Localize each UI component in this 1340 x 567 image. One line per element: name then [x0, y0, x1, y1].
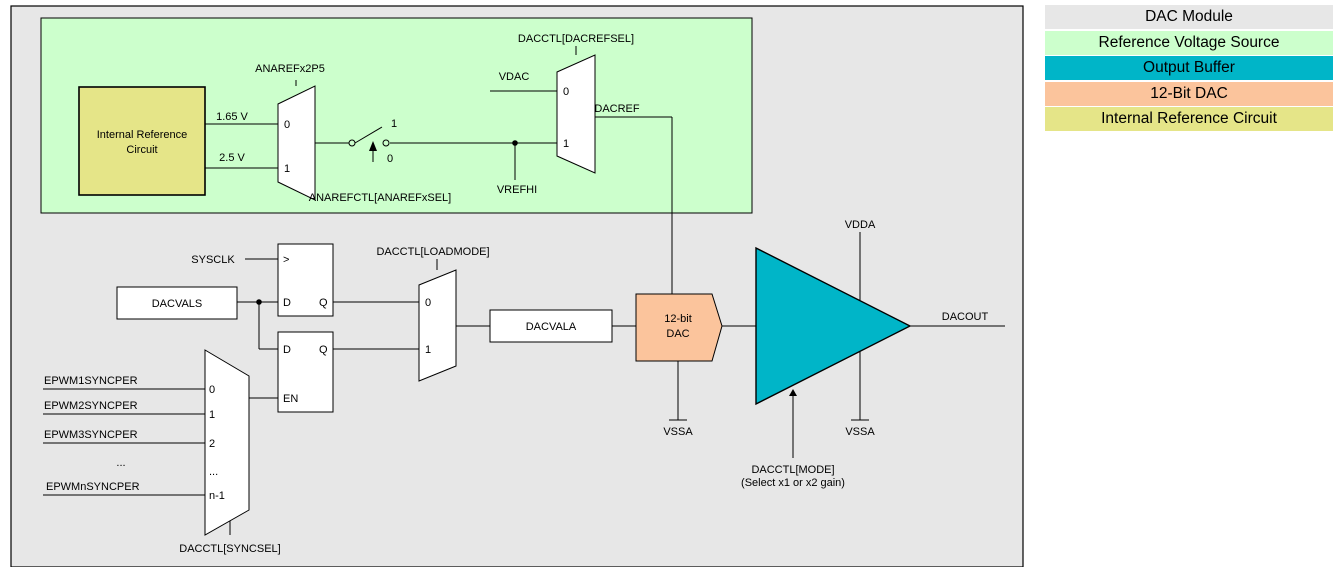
label-syncsel: DACCTL[SYNCSEL]: [179, 543, 280, 555]
dacvala-register: [489, 309, 613, 343]
switch-pos-0: 0: [387, 153, 393, 165]
loadmode-mux-input-1: 1: [425, 344, 431, 356]
dacvals-register: [116, 286, 238, 320]
syncsel-mux: [204, 349, 250, 536]
anaref-mux: [277, 85, 316, 201]
label-dacref: DACREF: [594, 103, 640, 115]
ff-upper-q: Q: [319, 297, 328, 309]
dac-12bit-label-line2: DAC: [666, 328, 689, 340]
legend-item-internal-reference-circuit: Internal Reference Circuit: [1045, 107, 1333, 131]
label-dacvals: DACVALS: [152, 298, 203, 310]
flipflop-lower: [277, 331, 334, 413]
ff-lower-q: Q: [319, 344, 328, 356]
label-vssa-buffer: VSSA: [845, 426, 875, 438]
mode-arrow: [789, 389, 797, 396]
dac-block-diagram: Internal Reference Circuit: [10, 5, 1024, 567]
internal-reference-circuit-block: [78, 86, 206, 196]
epwm-input-1: EPWM1SYNCPER: [44, 375, 138, 387]
epwm-input-2: EPWM2SYNCPER: [44, 400, 138, 412]
vrefhi-junction: [512, 140, 518, 146]
label-vdda: VDDA: [845, 219, 876, 231]
anaref-mux-input-0: 0: [284, 119, 290, 131]
dac-12bit-label-line1: 12-bit: [664, 313, 692, 325]
label-1-65v: 1.65 V: [216, 111, 248, 123]
output-buffer-amplifier: [755, 246, 912, 406]
dacref-mux-input-0: 0: [563, 86, 569, 98]
label-anarefx2p5: ANAREFx2P5: [255, 63, 325, 75]
label-vssa-dac: VSSA: [663, 426, 693, 438]
legend-item-12bit-dac: 12-Bit DAC: [1045, 81, 1333, 106]
sync-mux-input-0: 0: [209, 384, 215, 396]
internal-reference-label-line2: Circuit: [126, 144, 157, 156]
switch-contact-right: [382, 139, 390, 147]
sync-mux-input-n: n-1: [209, 490, 225, 502]
dacref-mux: [556, 54, 596, 174]
switch-pos-1: 1: [391, 118, 397, 130]
loadmode-mux: [418, 269, 457, 382]
legend-item-reference-voltage-source: Reference Voltage Source: [1045, 30, 1333, 55]
ff-upper-clk: >: [283, 254, 289, 266]
label-sysclk: SYSCLK: [191, 254, 235, 266]
label-anarefctl: ANAREFCTL[ANAREFxSEL]: [309, 192, 451, 204]
switch-control-arrow: [369, 141, 377, 151]
label-vrefhi: VREFHI: [497, 184, 537, 196]
flipflop-upper: [277, 243, 334, 317]
label-mode: DACCTL[MODE]: [751, 464, 834, 476]
epwm-input-n: EPWMnSYNCPER: [46, 481, 140, 493]
ff-lower-d: D: [283, 344, 291, 356]
ff-upper-d: D: [283, 297, 291, 309]
sync-mux-input-1: 1: [209, 409, 215, 421]
sync-mux-input-2: 2: [209, 438, 215, 450]
epwm-input-ellipsis: ...: [116, 457, 125, 469]
label-dacrefsel: DACCTL[DACREFSEL]: [518, 33, 634, 45]
label-vdac: VDAC: [499, 71, 530, 83]
label-2-5v: 2.5 V: [219, 152, 245, 164]
ff-lower-en: EN: [283, 393, 298, 405]
dacref-mux-input-1: 1: [563, 138, 569, 150]
switch-contact-left: [348, 139, 356, 147]
label-loadmode: DACCTL[LOADMODE]: [376, 246, 489, 258]
dac-12bit-block: [635, 293, 723, 362]
internal-reference-label-line1: Internal Reference: [97, 129, 188, 141]
anaref-mux-input-1: 1: [284, 163, 290, 175]
label-dacvala: DACVALA: [526, 321, 577, 333]
legend-item-output-buffer: Output Buffer: [1045, 56, 1333, 80]
label-dacout: DACOUT: [942, 311, 989, 323]
label-mode-sub: (Select x1 or x2 gain): [741, 477, 845, 489]
dacvals-junction: [256, 299, 262, 305]
legend-item-dac-module: DAC Module: [1045, 5, 1333, 29]
sync-mux-input-ellipsis: ...: [209, 466, 218, 478]
epwm-input-3: EPWM3SYNCPER: [44, 429, 138, 441]
loadmode-mux-input-0: 0: [425, 297, 431, 309]
color-legend: DAC Module Reference Voltage Source Outp…: [1045, 5, 1333, 133]
